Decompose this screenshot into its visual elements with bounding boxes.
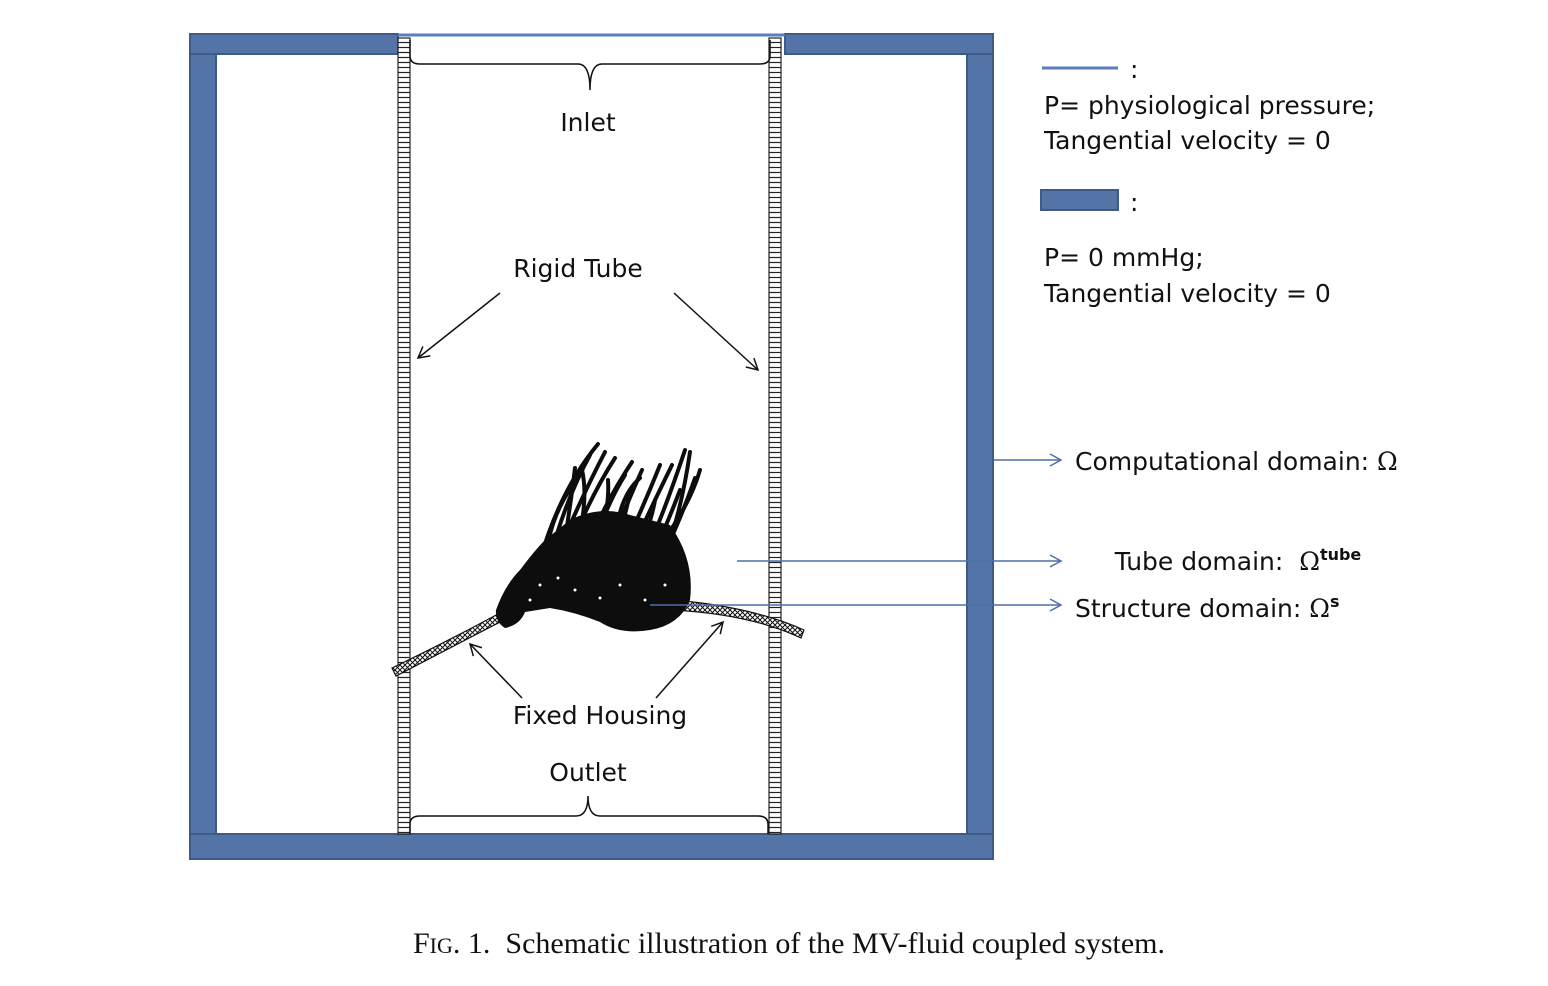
legend-line-text-2: Tangential velocity = 0 <box>1043 126 1331 155</box>
rigid-tube-left-wall <box>397 37 411 835</box>
inlet-brace <box>409 40 771 91</box>
tube-domain-superscript: tube <box>1320 545 1361 564</box>
pointer-arrows <box>416 292 760 699</box>
fixed-housing-label: Fixed Housing <box>513 701 687 730</box>
rigid-tube-label: Rigid Tube <box>513 254 643 283</box>
wall-right <box>966 33 994 860</box>
legend-line-text-1: P= physiological pressure; <box>1044 91 1375 120</box>
rigid-tube-right-wall <box>768 37 782 835</box>
mitral-valve-structure <box>495 442 702 632</box>
structure-domain-label: Structure domain: Ωs <box>1075 592 1340 623</box>
wall-top-right <box>784 33 994 55</box>
tube-domain-label: Tube domain: Ωtube <box>1075 537 1385 576</box>
outlet-brace <box>409 795 769 834</box>
legend: : P= physiological pressure; Tangential … <box>1040 55 1375 308</box>
caption-prefix-smallcaps: IG <box>430 933 453 958</box>
rigid-tube-arrow-right <box>673 292 760 372</box>
legend-bar-colon: : <box>1130 188 1138 217</box>
caption-prefix: F <box>413 927 430 960</box>
wall-bottom <box>189 833 994 860</box>
wall-top-left <box>189 33 399 55</box>
fixed-housing-arrow-left <box>468 642 523 699</box>
domain-arrows <box>650 453 1063 612</box>
legend-line-colon: : <box>1130 55 1138 84</box>
structure-domain-superscript: s <box>1330 592 1340 611</box>
fixed-housing-arrow-right <box>655 620 725 699</box>
caption-number: . 1. <box>453 927 491 960</box>
legend-bar-swatch <box>1040 189 1119 211</box>
computational-domain-label: Computational domain: Ω <box>1075 447 1398 476</box>
computational-domain-text: Computational domain: <box>1075 447 1377 476</box>
wall-left <box>189 33 217 860</box>
computational-domain-symbol: Ω <box>1377 447 1398 476</box>
legend-bar-text-1: P= 0 mmHg; <box>1044 243 1204 272</box>
rigid-tube-arrow-left <box>416 292 501 359</box>
tube-domain-symbol: Ω <box>1299 547 1320 576</box>
caption-text: Schematic illustration of the MV-fluid c… <box>490 927 1165 960</box>
structure-domain-text: Structure domain: <box>1075 594 1309 623</box>
valve-texture <box>528 576 667 602</box>
computational-domain-walls <box>189 33 994 860</box>
fixed-housing-right <box>671 599 805 639</box>
tube-domain-text: Tube domain: <box>1114 547 1299 576</box>
chordae-tendineae <box>538 442 702 577</box>
structure-domain-symbol: Ω <box>1309 594 1330 623</box>
inlet-label: Inlet <box>560 108 616 137</box>
legend-bar-text-2: Tangential velocity = 0 <box>1043 279 1331 308</box>
figure-caption: FIG. 1. Schematic illustration of the MV… <box>413 927 1165 960</box>
outlet-label: Outlet <box>549 758 627 787</box>
